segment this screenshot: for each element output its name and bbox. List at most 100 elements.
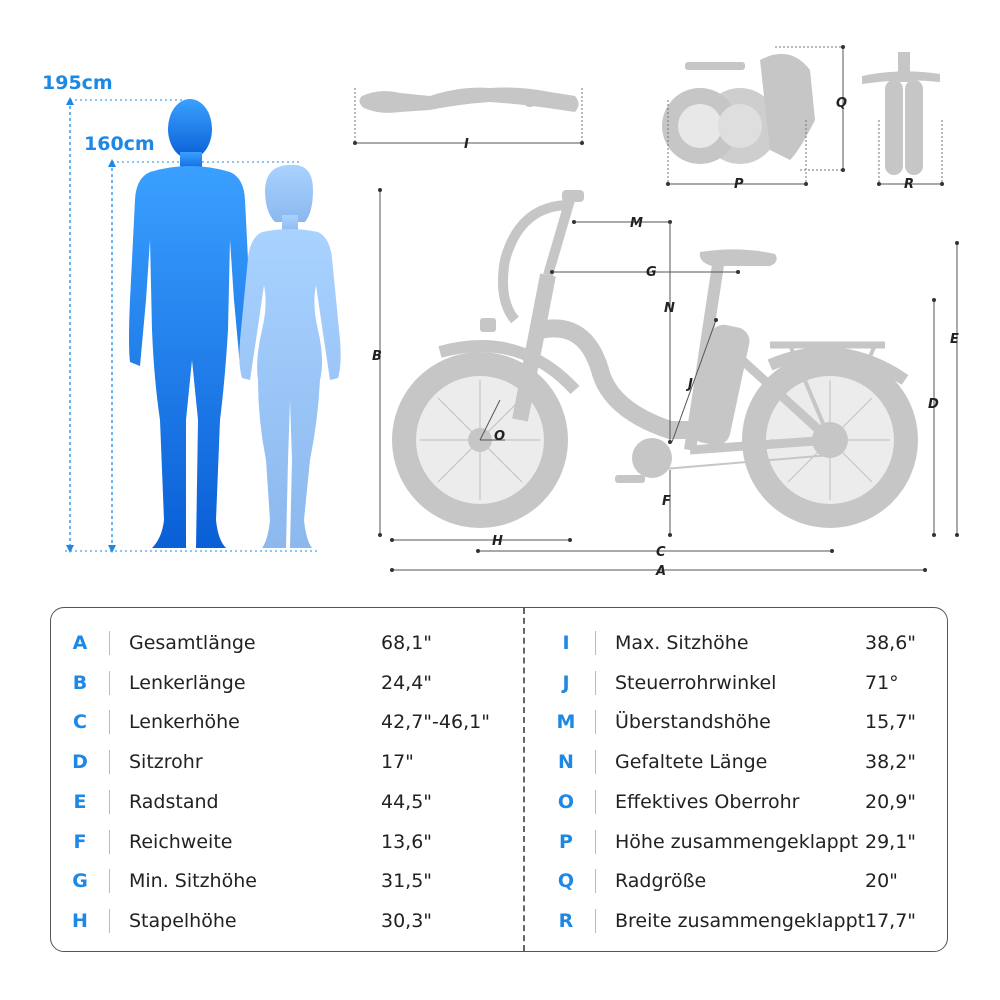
- spec-row: J Steuerrohrwinkel 71°: [537, 663, 977, 703]
- spec-value: 20,9": [865, 790, 917, 813]
- dim-label-c: C: [656, 545, 666, 560]
- spec-letter: O: [557, 790, 575, 813]
- spec-separator: [109, 710, 110, 735]
- dim-label-i: I: [464, 137, 469, 152]
- spec-separator: [595, 869, 596, 894]
- spec-value: 15,7": [865, 711, 917, 734]
- spec-letter: A: [72, 632, 88, 654]
- spec-row: G Min. Sitzhöhe 31,5": [51, 861, 491, 901]
- dim-label-n: N: [664, 301, 675, 316]
- spec-letter: F: [73, 830, 87, 853]
- dim-label-o: O: [494, 429, 505, 444]
- spec-value: 29,1": [865, 830, 917, 853]
- spec-row: P Höhe zusammengeklappt 29,1": [537, 822, 977, 862]
- spec-letter: R: [558, 909, 574, 932]
- spec-value: 20": [865, 870, 898, 893]
- spec-separator: [109, 789, 110, 814]
- spec-separator: [595, 908, 596, 933]
- spec-table: A Gesamtlänge 68,1" B Lenkerlänge 24,4" C Lenke…: [50, 607, 948, 952]
- dimension-letters: A B C D E F G H I J M N O P Q R: [372, 96, 959, 579]
- spec-letter: B: [72, 671, 88, 694]
- spec-letter: E: [73, 790, 87, 813]
- spec-letter: C: [73, 711, 87, 734]
- spec-name: Lenkerhöhe: [129, 711, 240, 734]
- spec-row: F Reichweite 13,6": [51, 822, 491, 862]
- spec-name: Stapelhöhe: [129, 909, 237, 932]
- dim-label-m: M: [630, 216, 643, 231]
- handlebar-top-view: [353, 87, 584, 145]
- spec-name: Sitzrohr: [129, 751, 203, 774]
- folded-bike-front-view: [862, 52, 944, 186]
- spec-name: Überstandshöhe: [615, 711, 771, 734]
- spec-value: 31,5": [381, 870, 433, 893]
- dim-label-a: A: [655, 564, 666, 579]
- spec-separator: [595, 829, 596, 854]
- woman-silhouette: [239, 164, 341, 548]
- spec-name: Radgröße: [615, 870, 707, 893]
- spec-row: Q Radgröße 20": [537, 861, 977, 901]
- spec-separator: [595, 789, 596, 814]
- spec-name: Steuerrohrwinkel: [615, 671, 777, 694]
- spec-separator: [109, 670, 110, 695]
- spec-value: 30,3": [381, 909, 433, 932]
- dim-label-b: B: [372, 349, 382, 364]
- spec-separator: [109, 750, 110, 775]
- spec-name: Gefaltete Länge: [615, 751, 768, 774]
- spec-separator: [109, 631, 110, 655]
- spec-name: Höhe zusammengeklappt: [615, 830, 859, 853]
- dim-label-h: H: [492, 534, 503, 549]
- bike-side-view: [392, 190, 918, 528]
- spec-name: Breite zusammengeklappt: [615, 909, 866, 932]
- spec-name: Max. Sitzhöhe: [615, 632, 749, 654]
- folded-bike-side-view: [662, 45, 845, 186]
- spec-name: Lenkerlänge: [129, 671, 246, 694]
- spec-name: Reichweite: [129, 830, 233, 853]
- spec-separator: [595, 750, 596, 775]
- spec-row: O Effektives Oberrohr 20,9": [537, 782, 977, 822]
- spec-value: 68,1": [381, 632, 433, 654]
- spec-letter: Q: [557, 870, 575, 893]
- spec-letter: I: [562, 632, 570, 654]
- spec-letter: J: [562, 671, 570, 694]
- height-label-195: 195cm: [42, 72, 113, 94]
- height-scale: 195cm 160cm: [42, 72, 320, 553]
- height-label-160: 160cm: [84, 133, 155, 155]
- dim-label-g: G: [646, 265, 657, 280]
- spec-separator: [109, 908, 110, 933]
- spec-value: 38,6": [865, 632, 917, 654]
- spec-value: 42,7"-46,1": [381, 711, 490, 734]
- spec-name: Gesamtlänge: [129, 632, 256, 654]
- spec-row: A Gesamtlänge 68,1": [51, 623, 491, 663]
- dim-label-p: P: [734, 177, 744, 192]
- spec-row: D Sitzrohr 17": [51, 742, 491, 782]
- spec-letter: P: [559, 830, 573, 853]
- bike-dimension-lines: [378, 188, 959, 572]
- dim-label-q: Q: [836, 96, 847, 111]
- spec-letter: D: [72, 751, 88, 774]
- spec-separator: [109, 869, 110, 894]
- spec-value: 24,4": [381, 671, 433, 694]
- spec-name: Min. Sitzhöhe: [129, 870, 257, 893]
- spec-value: 71°: [865, 671, 899, 694]
- dim-label-j: J: [685, 377, 693, 392]
- spec-row: M Überstandshöhe 15,7": [537, 702, 977, 742]
- spec-letter: H: [72, 909, 88, 932]
- spec-value: 13,6": [381, 830, 433, 853]
- spec-letter: G: [72, 870, 88, 893]
- spec-row: C Lenkerhöhe 42,7"-46,1": [51, 702, 491, 742]
- spec-name: Effektives Oberrohr: [615, 790, 800, 813]
- bike-dimension-diagram: 195cm 160cm: [42, 45, 959, 579]
- spec-value: 17": [381, 751, 414, 774]
- spec-value: 44,5": [381, 790, 433, 813]
- spec-row: H Stapelhöhe 30,3": [51, 901, 491, 941]
- spec-name: Radstand: [129, 790, 219, 813]
- spec-value: 17,7": [865, 909, 917, 932]
- dim-label-f: F: [662, 494, 671, 509]
- spec-letter: M: [556, 711, 576, 734]
- spec-letter: N: [558, 751, 574, 774]
- dim-label-r: R: [904, 177, 914, 192]
- spec-row: B Lenkerlänge 24,4": [51, 663, 491, 703]
- spec-separator: [595, 710, 596, 735]
